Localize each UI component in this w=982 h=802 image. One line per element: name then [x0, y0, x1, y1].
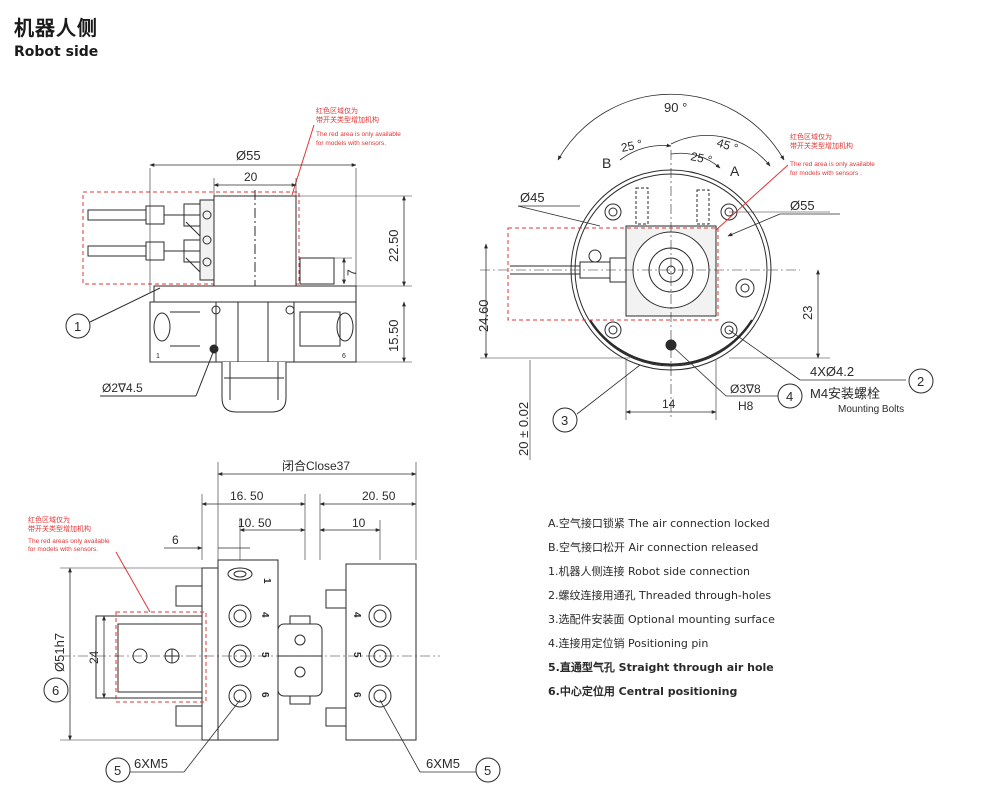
dim-h7-side: 7 — [345, 269, 359, 276]
dim-w1050: 10. 50 — [238, 516, 272, 530]
red-note-cn-2: 带开关类型增加机构 — [316, 115, 379, 124]
dim-close37: 闭合Close37 — [282, 458, 350, 473]
callout-4 — [777, 383, 803, 409]
thread-label-right: 6XM5 — [426, 756, 460, 771]
callout-2-label: 2 — [917, 374, 924, 389]
label-B: B — [602, 155, 611, 171]
port-mark-5: 5 — [259, 652, 270, 658]
callout-3 — [552, 407, 578, 433]
dim-h2250-side: 22.50 — [386, 229, 401, 262]
dim-d55-side: Ø55 — [236, 148, 261, 163]
callout-4-label: 4 — [786, 389, 793, 404]
dim-w2050: 20. 50 — [362, 489, 396, 503]
legend-item-4: 4.连接用定位销 Positioning pin — [548, 637, 709, 650]
legend-item-5: 5.直通型气孔 Straight through air hole — [548, 661, 774, 674]
dim-w20-side: 20 — [244, 170, 258, 184]
angle-25b: 25 ° — [689, 149, 713, 167]
label-A: A — [730, 163, 740, 179]
pin-label-side: Ø2∇4.5 — [102, 381, 143, 395]
red-note-bl-en-1: The red areas only available — [28, 538, 110, 545]
dim-h23: 23 — [800, 306, 815, 320]
legend-item-B: B.空气接口松开 Air connection released — [548, 541, 759, 554]
dim-d45: Ø45 — [520, 190, 545, 205]
red-sensor-area-side — [82, 191, 300, 285]
svg-text:1: 1 — [156, 353, 160, 360]
bottom-view: 闭合Close37 16. 50 10. 50 20. 50 10 6 红色区域… — [28, 458, 501, 783]
port-mark-r5: 5 — [351, 652, 362, 658]
dim-h2460: 24.60 — [476, 299, 491, 332]
legend-item-1: 1.机器人侧连接 Robot side connection — [548, 565, 751, 578]
dim-h1550-side: 15.50 — [386, 319, 401, 352]
callout-1 — [65, 313, 91, 339]
red-note-en-2: for models with sensors. — [316, 140, 386, 147]
legend-item-6: 6.中心定位用 Central positioning — [548, 685, 738, 698]
callout-1-label: 1 — [74, 319, 81, 334]
page-subtitle: Robot side — [14, 44, 99, 60]
legend: A.空气接口锁紧 The air connection locked B.空气接… — [548, 512, 775, 704]
bolt-cn: M4安装螺栓 — [810, 386, 880, 401]
callout-5-left-label: 5 — [114, 763, 121, 778]
callout-5-right-label: 5 — [484, 763, 491, 778]
red-note-front-en-2: for models with sensors . — [790, 170, 862, 177]
callout-5-right — [475, 757, 501, 783]
dim-w1650: 16. 50 — [230, 489, 264, 503]
angle-25a: 25 ° — [620, 137, 644, 155]
svg-text:6: 6 — [342, 353, 346, 360]
dim-w10: 10 — [352, 516, 366, 530]
callout-2 — [908, 368, 934, 394]
thread-label-left: 6XM5 — [134, 756, 168, 771]
page-title: 机器人侧 — [14, 16, 98, 40]
port-mark-r4: 4 — [351, 612, 362, 618]
port-mark-1: 1 — [261, 578, 272, 584]
red-note-front-en-1: The red area is only available — [790, 161, 875, 168]
red-note-front-cn-2: 带开关类型增加机构 — [790, 141, 853, 150]
red-sensor-area-front — [507, 227, 719, 321]
callout-6-label: 6 — [52, 683, 59, 698]
legend-item-A: A.空气接口锁紧 The air connection locked — [548, 517, 770, 530]
red-sensor-area-bottom — [115, 611, 207, 703]
dim-d20: 20 ± 0.02 — [516, 402, 531, 456]
red-note-en-1: The red area is only available — [316, 131, 401, 138]
bolt-holes: 4XØ4.2 — [810, 364, 854, 379]
front-view: 90 ° 45 ° 25 ° 25 ° B A — [476, 93, 934, 460]
legend-item-2: 2.螺纹连接用通孔 Threaded through-holes — [548, 589, 772, 602]
red-note-front-cn-1: 红色区域仅为 — [790, 132, 832, 141]
dim-h24: 24 — [87, 650, 101, 664]
pin-label-front: Ø3∇8 — [730, 382, 761, 396]
dim-d55-front: Ø55 — [790, 198, 815, 213]
red-note-bl-cn-2: 带开关类型增加机构 — [28, 524, 91, 533]
port-mark-4: 4 — [259, 612, 270, 618]
port-mark-6: 6 — [259, 692, 270, 698]
callout-5-left — [105, 757, 131, 783]
dim-d51: Ø51h7 — [52, 633, 67, 672]
port-mark-r6: 6 — [351, 692, 362, 698]
dim-w14: 14 — [662, 397, 676, 411]
red-note-cn-1: 红色区域仅为 — [316, 106, 358, 115]
angle-45: 45 ° — [715, 136, 740, 156]
bolt-en: Mounting Bolts — [838, 404, 904, 415]
pin-h8: H8 — [738, 399, 754, 413]
red-note-bl-cn-1: 红色区域仅为 — [28, 515, 70, 524]
dim-w6: 6 — [172, 533, 179, 547]
legend-item-3: 3.选配件安装面 Optional mounting surface — [548, 613, 775, 626]
callout-6 — [43, 677, 69, 703]
red-note-bl-en-2: for models with sensors. — [28, 546, 98, 553]
side-view: 红色区域仅为 带开关类型增加机构 The red area is only av… — [65, 106, 412, 413]
callout-3-label: 3 — [561, 413, 568, 428]
angle-90: 90 ° — [664, 100, 687, 115]
